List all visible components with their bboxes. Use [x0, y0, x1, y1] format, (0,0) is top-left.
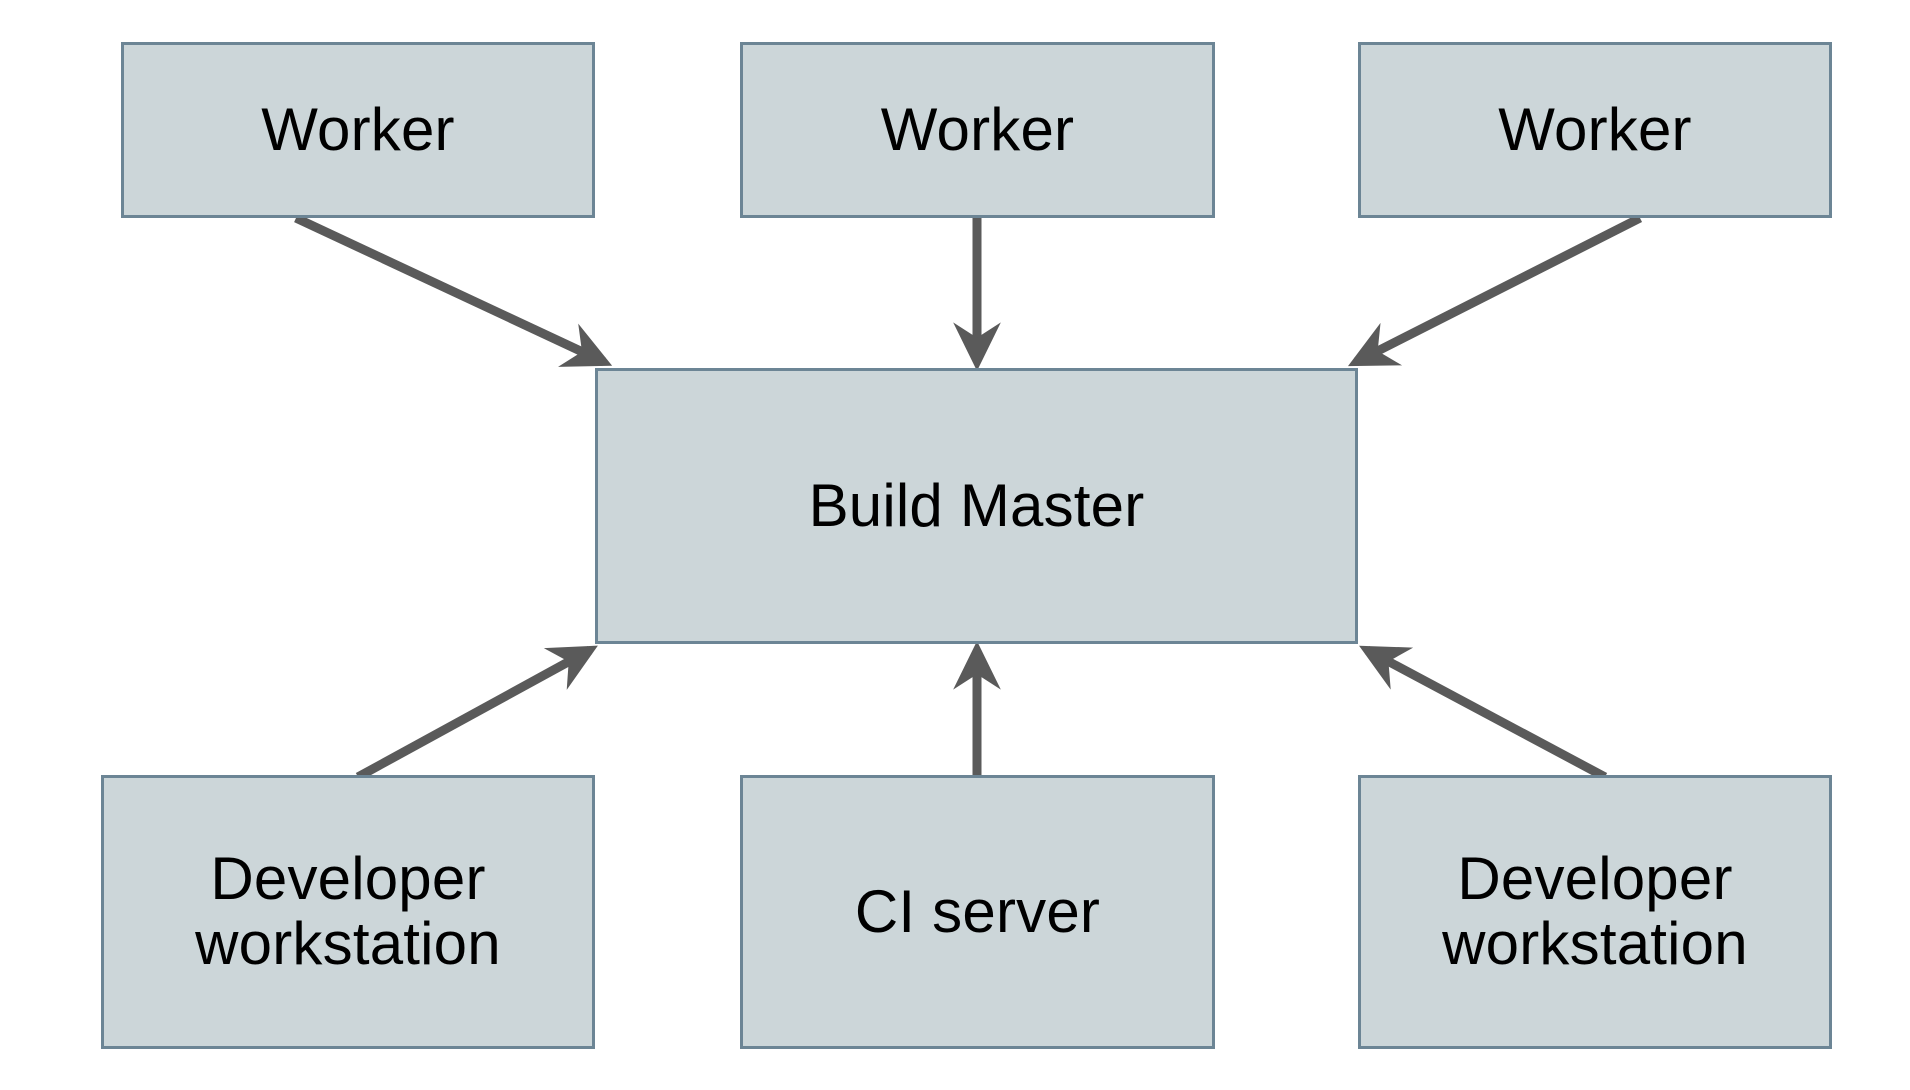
node-worker-center[interactable]: Worker	[740, 42, 1215, 218]
edge-dev-left-to-master	[355, 645, 598, 781]
node-developer-workstation-left[interactable]: Developer workstation	[101, 775, 595, 1049]
edge-dev-right-to-master	[1359, 645, 1608, 781]
edge-worker-left-to-master	[294, 213, 613, 367]
node-worker-left[interactable]: Worker	[121, 42, 595, 218]
node-worker-right[interactable]: Worker	[1358, 42, 1832, 218]
node-developer-workstation-right[interactable]: Developer workstation	[1358, 775, 1832, 1049]
edge-worker-right-to-master	[1347, 213, 1643, 367]
node-build-master[interactable]: Build Master	[595, 368, 1358, 644]
node-ci-server[interactable]: CI server	[740, 775, 1215, 1049]
